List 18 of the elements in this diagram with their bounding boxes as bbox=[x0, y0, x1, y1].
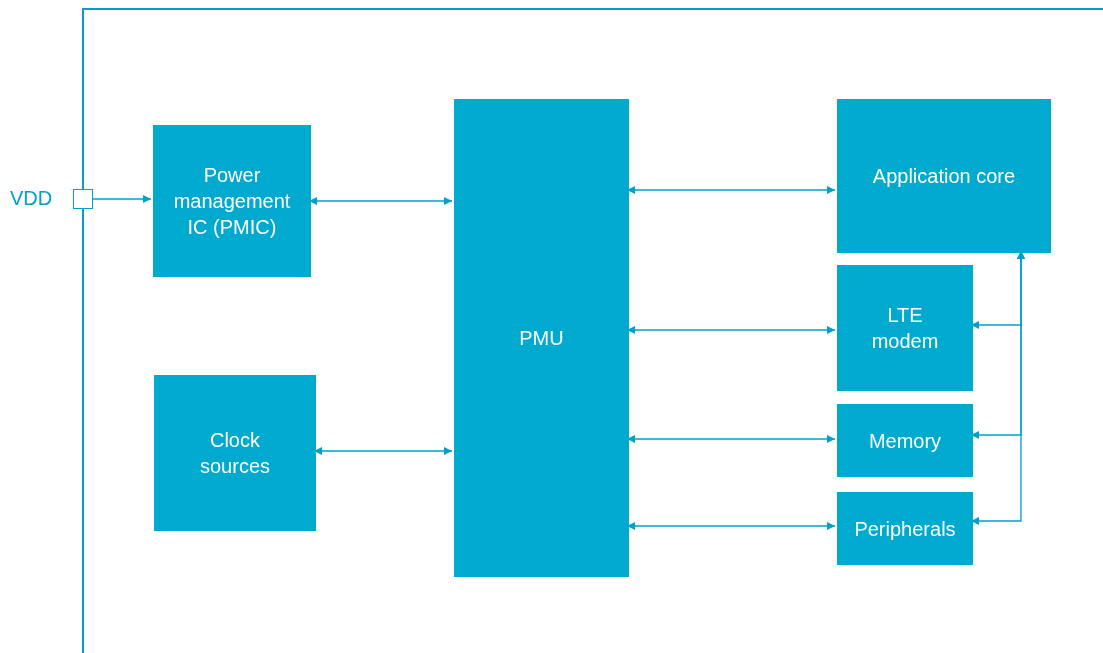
block-label: LTE modem bbox=[870, 303, 940, 354]
block-label: Peripherals bbox=[853, 516, 957, 542]
block-box bbox=[837, 99, 1051, 253]
block-box bbox=[454, 99, 629, 577]
block-label: Clock sources bbox=[199, 428, 271, 479]
block-box bbox=[837, 404, 973, 477]
block-box bbox=[837, 492, 973, 565]
block-box bbox=[837, 265, 973, 391]
block-label: Application core bbox=[871, 164, 1017, 189]
block-label: Power management IC (PMIC) bbox=[172, 163, 292, 240]
chip-outline bbox=[82, 8, 1103, 653]
arrow bbox=[92, 195, 152, 203]
block-label: Memory bbox=[867, 428, 943, 454]
block-box bbox=[153, 125, 311, 277]
pin-label: VDD bbox=[10, 187, 53, 210]
block-label: PMU bbox=[518, 326, 565, 351]
block-box bbox=[154, 375, 316, 531]
pin-square bbox=[73, 189, 93, 209]
